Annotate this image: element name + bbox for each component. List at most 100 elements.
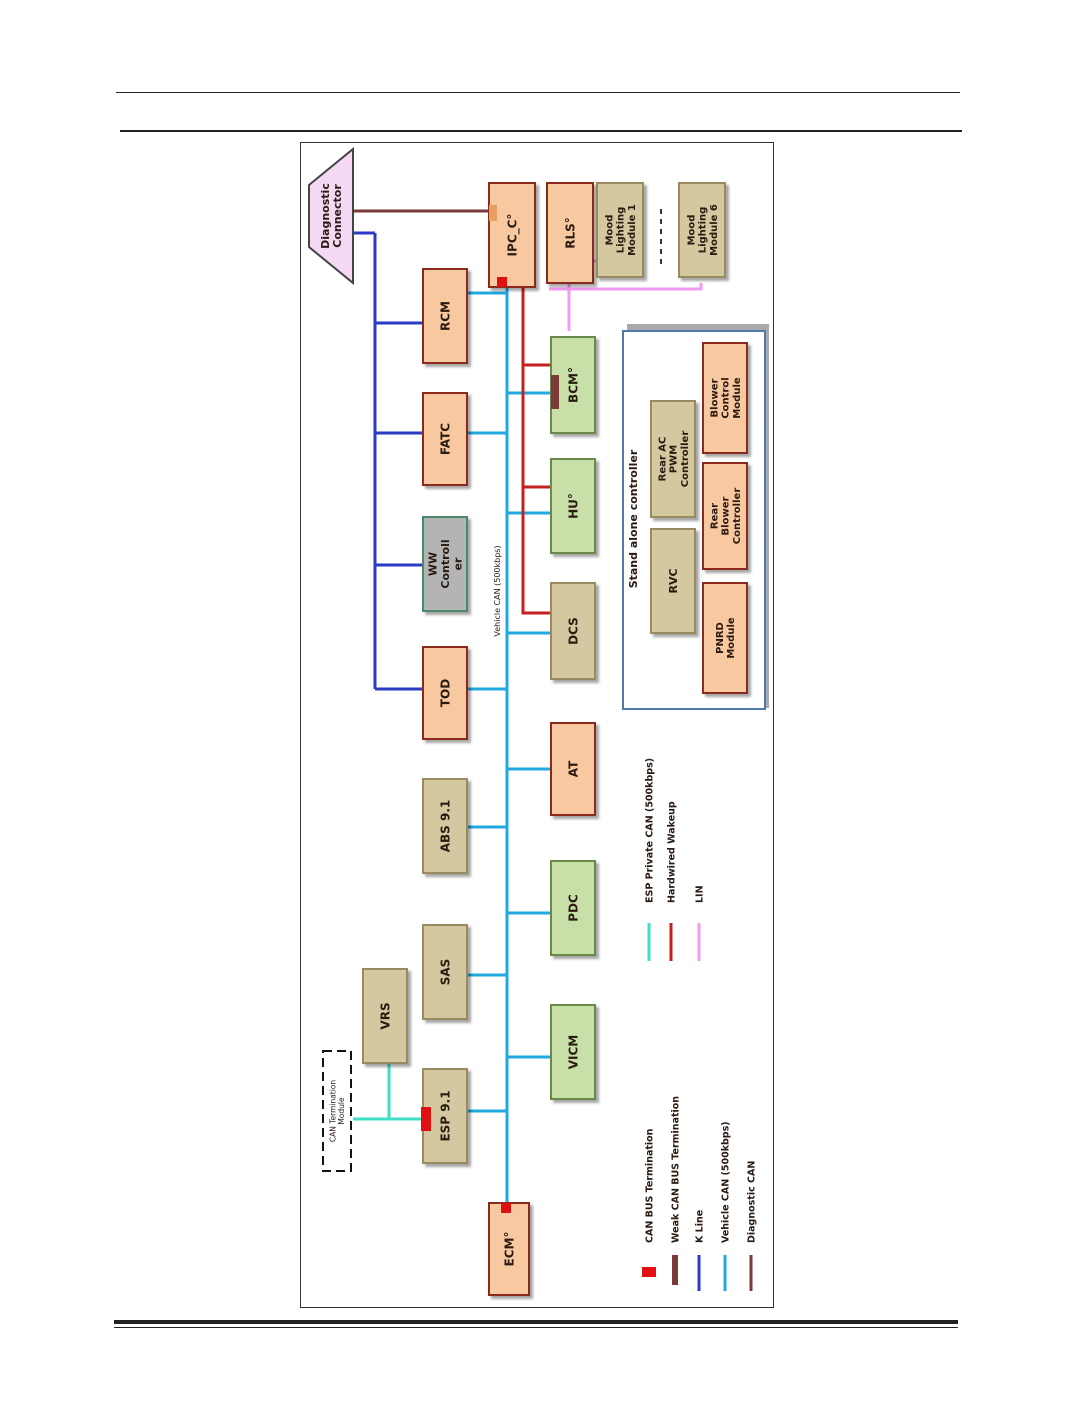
svg-text:ESP 9.1: ESP 9.1	[438, 1090, 452, 1141]
abs-box	[422, 778, 468, 874]
legend-label-esp_private_can: ESP Private CAN (500kbps)	[644, 758, 655, 903]
svg-text:Stand alone controller: Stand alone controller	[627, 449, 640, 588]
fatc-box-label: FATC	[438, 423, 452, 455]
svg-text:Hardwired Wakeup: Hardwired Wakeup	[666, 801, 677, 903]
svg-text:Lighting: Lighting	[616, 207, 627, 254]
legend-label-lin: LIN	[694, 885, 705, 903]
rear-blower-box	[702, 462, 748, 570]
svg-text:CAN BUS Termination: CAN BUS Termination	[644, 1128, 655, 1243]
svg-text:Mood: Mood	[686, 215, 697, 246]
sas-box-label: SAS	[438, 959, 452, 986]
svg-text:Control: Control	[721, 377, 732, 418]
ipc-weak-termination	[489, 205, 497, 221]
svg-text:Module 6: Module 6	[709, 204, 720, 256]
legend-swatch-termination	[642, 1267, 656, 1277]
ecm-can-termination	[501, 1203, 511, 1213]
svg-text:Blower: Blower	[709, 378, 720, 417]
header-top-rule	[116, 92, 960, 93]
svg-text:er: er	[451, 557, 464, 570]
pdc-box-label: PDC	[566, 894, 580, 922]
sas-box	[422, 924, 468, 1020]
svg-text:WW: WW	[427, 552, 440, 576]
svg-text:VRS: VRS	[378, 1002, 392, 1029]
svg-text:Controller: Controller	[680, 431, 691, 488]
svg-text:Module 1: Module 1	[627, 204, 638, 256]
svg-text:Vehicle CAN (500kbps): Vehicle CAN (500kbps)	[720, 1121, 731, 1243]
legend: CAN BUS Termination Weak CAN BUS Terminat…	[642, 758, 757, 1291]
standalone-title: Stand alone controller	[627, 449, 640, 588]
footer-thin-rule	[114, 1327, 958, 1328]
svg-text:Module: Module	[732, 377, 743, 419]
svg-text:ABS 9.1: ABS 9.1	[438, 800, 452, 853]
ipc-box-label: IPC_C°	[505, 214, 520, 257]
svg-text:PDC: PDC	[566, 894, 580, 922]
svg-text:ECM°: ECM°	[502, 1232, 516, 1267]
svg-text:CAN Termination: CAN Termination	[329, 1080, 338, 1143]
tod-box	[422, 646, 468, 740]
diagnostic-connector	[308, 146, 354, 286]
ecm-box-label: ECM°	[502, 1232, 516, 1267]
svg-text:Controller: Controller	[732, 488, 743, 545]
svg-text:Rear: Rear	[709, 503, 720, 529]
blower-control-box	[702, 342, 748, 454]
svg-text:TOD: TOD	[438, 679, 452, 707]
legend-swatch-weak-termination	[672, 1255, 678, 1285]
svg-text:Weak CAN BUS Termination: Weak CAN BUS Termination	[670, 1096, 681, 1243]
rear-ac-box	[650, 400, 696, 518]
svg-text:BCM°: BCM°	[566, 367, 580, 403]
svg-text:SAS: SAS	[438, 959, 452, 986]
dcs-box	[550, 582, 596, 680]
ecm-box	[488, 1202, 530, 1296]
hu-box	[550, 458, 596, 554]
vehicle-can-bus-label: Vehicle CAN (500kbps)	[493, 545, 502, 636]
svg-text:FATC: FATC	[438, 423, 452, 455]
fatc-box	[422, 392, 468, 486]
svg-text:Mood: Mood	[604, 215, 615, 246]
svg-text:IPC_C°: IPC_C°	[505, 214, 520, 257]
hu-box-label: HU°	[566, 493, 580, 519]
svg-text:RLS°: RLS°	[563, 217, 577, 249]
svg-text:HU°: HU°	[566, 493, 580, 519]
svg-text:LIN: LIN	[694, 885, 705, 903]
svg-text:Lighting: Lighting	[698, 207, 709, 254]
rcm-box	[422, 268, 468, 364]
rls-box	[546, 182, 594, 284]
pdc-box	[550, 860, 596, 956]
header-bottom-rule	[120, 130, 962, 132]
esp-box-label: ESP 9.1	[438, 1090, 452, 1141]
legend-label-k_line: K Line	[694, 1210, 705, 1243]
vrs-box	[362, 968, 408, 1064]
at-box	[550, 722, 596, 816]
rvc-box	[650, 528, 696, 634]
svg-text:AT: AT	[566, 760, 580, 777]
at-box-label: AT	[566, 760, 580, 777]
dcs-box-label: DCS	[566, 617, 580, 645]
svg-text:K Line: K Line	[694, 1210, 705, 1243]
can-termination-module	[322, 1050, 352, 1172]
legend-label-hardwired_wakeup: Hardwired Wakeup	[666, 801, 677, 903]
esp-can-termination	[421, 1107, 431, 1131]
svg-text:Vehicle CAN (500kbps): Vehicle CAN (500kbps)	[493, 545, 502, 636]
mood1-box	[596, 182, 644, 278]
mood6-box	[678, 182, 726, 278]
svg-text:Diagnostic CAN: Diagnostic CAN	[746, 1161, 757, 1243]
bcm-box-label: BCM°	[566, 367, 580, 403]
svg-text:Module: Module	[726, 617, 737, 659]
vicm-box-label: VICM	[566, 1035, 580, 1070]
ipc-can-termination	[497, 277, 507, 287]
svg-text:Module: Module	[337, 1097, 346, 1125]
hardwired-wakeup-bus	[521, 281, 551, 615]
modules	[308, 146, 748, 1296]
legend-label-can_bus_termination: CAN BUS Termination	[644, 1128, 655, 1243]
